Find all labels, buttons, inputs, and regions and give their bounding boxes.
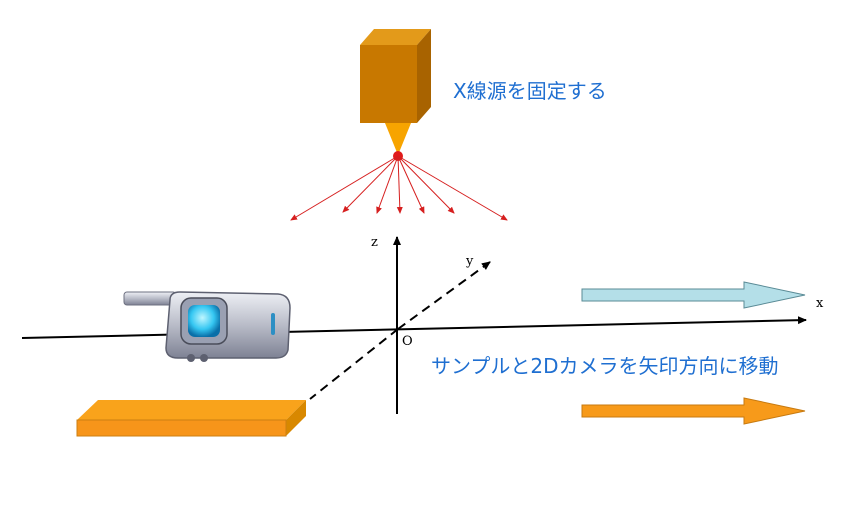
source-top-face <box>360 29 431 45</box>
camera-foot <box>200 354 208 362</box>
x-axis-label: x <box>816 296 824 311</box>
x-axis <box>21 316 807 339</box>
y-axis <box>309 328 399 400</box>
source-front-face <box>360 45 417 123</box>
xray-caption: X線源を固定する <box>453 79 607 103</box>
camera-foot <box>187 354 195 362</box>
sample-top-face <box>77 400 306 420</box>
ray <box>397 155 508 221</box>
ray <box>397 155 425 214</box>
ray <box>290 155 399 221</box>
xray-source-icon <box>360 29 431 161</box>
sample-side-face <box>286 400 306 436</box>
camera-motion-arrow <box>581 281 806 309</box>
camera-status-light <box>271 313 275 335</box>
source-side-face <box>417 29 431 123</box>
z-axis-label: z <box>371 235 378 250</box>
y-axis-label: y <box>465 254 474 269</box>
ray <box>376 155 399 214</box>
sample-plate <box>76 400 306 437</box>
coordinate-axes: z y x O <box>21 235 824 414</box>
xray-rays <box>290 155 508 221</box>
beam-cone <box>385 123 411 155</box>
ray <box>396 155 403 214</box>
2d-camera-icon <box>123 291 291 362</box>
motion-caption: サンプルと2Dカメラを矢印方向に移動 <box>431 354 779 378</box>
camera-handle <box>123 291 177 306</box>
sample-motion-arrow <box>581 397 806 425</box>
sample-front-face <box>76 419 287 437</box>
y-axis <box>397 261 491 330</box>
ray <box>342 155 399 213</box>
origin-label: O <box>402 334 413 349</box>
camera-lens <box>188 305 220 337</box>
ray <box>397 155 455 214</box>
